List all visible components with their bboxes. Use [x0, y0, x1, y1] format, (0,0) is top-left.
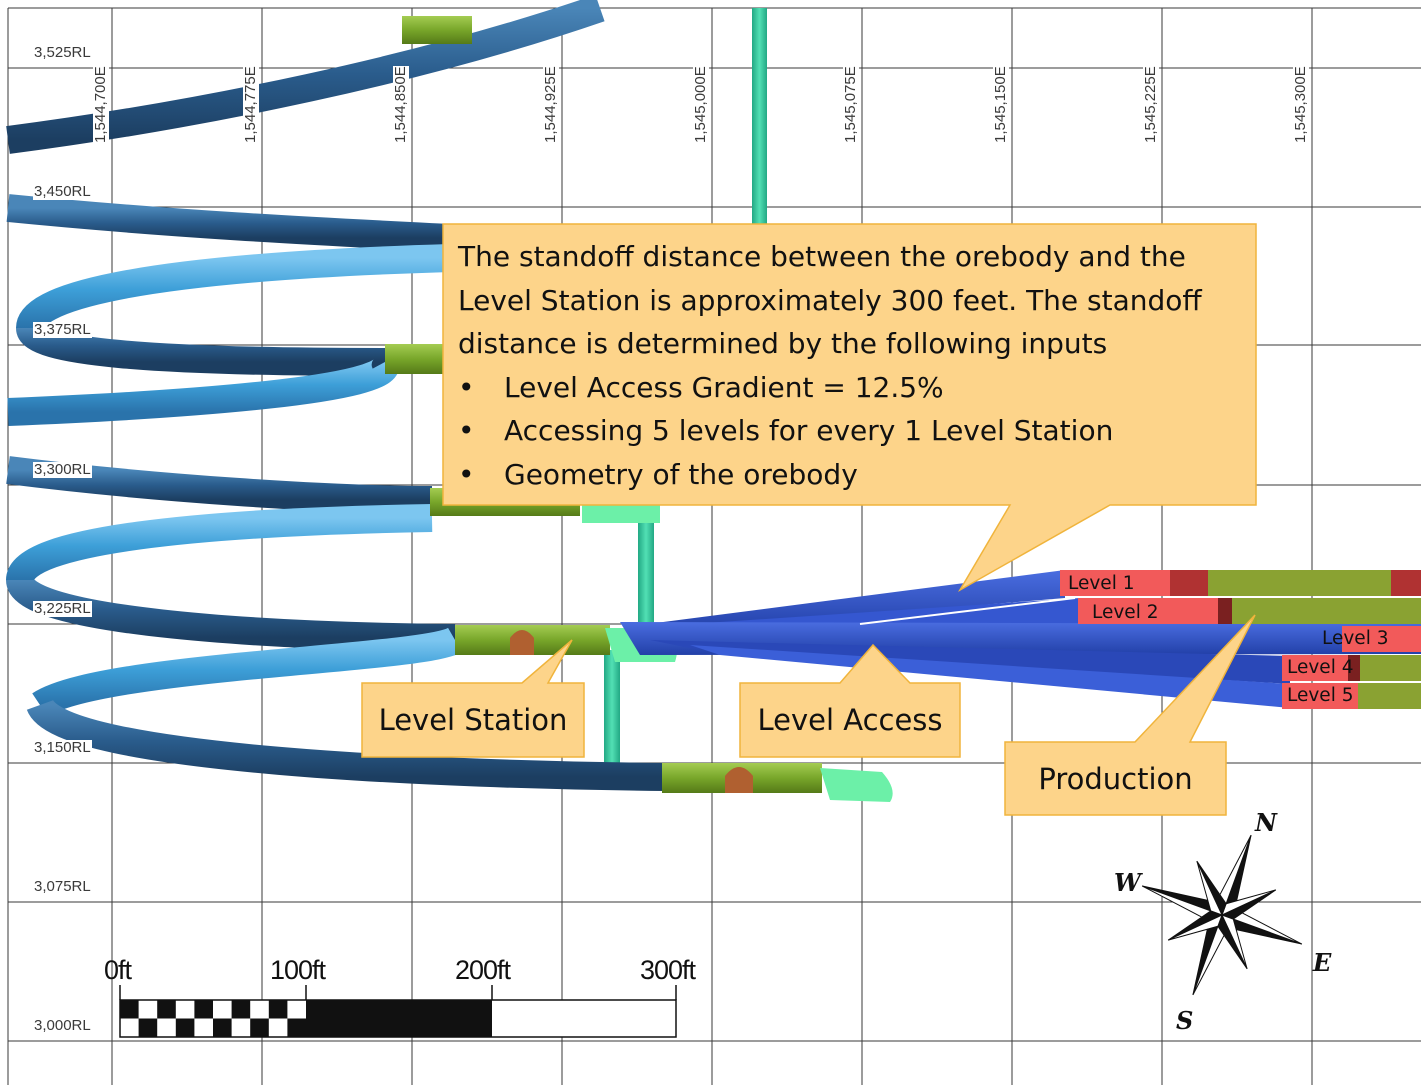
scale-label: 0ft — [104, 955, 132, 985]
scale-checker-cell — [120, 1000, 139, 1019]
scale-checker-cell — [231, 1000, 251, 1019]
scale-checker-cell — [194, 1000, 213, 1019]
rl-label: 3,525RL — [33, 44, 92, 61]
level-2-label: Level 2 — [1092, 602, 1159, 623]
easting-label: 1,545,225E — [1142, 66, 1159, 143]
callout-bullet: Level Access Gradient = 12.5% — [458, 366, 1258, 410]
production-callout: Production — [1038, 762, 1193, 796]
level-4-label: Level 4 — [1287, 657, 1354, 678]
rl-label: 3,150RL — [33, 739, 92, 756]
easting-label: 1,544,925E — [542, 66, 559, 143]
callout-paragraph: The standoff distance between the orebod… — [458, 240, 1202, 360]
easting-label: 1,544,700E — [92, 66, 109, 143]
scale-label: 300ft — [640, 955, 696, 985]
scale-checker-cell — [138, 1018, 158, 1037]
callout-bullet: Accessing 5 levels for every 1 Level Sta… — [458, 409, 1258, 453]
easting-label: 1,544,775E — [242, 66, 259, 143]
callout-bullets: Level Access Gradient = 12.5% Accessing … — [458, 366, 1258, 497]
easting-label: 1,544,850E — [392, 66, 409, 143]
callout-bullet: Geometry of the orebody — [458, 453, 1258, 497]
scale-bar — [119, 985, 677, 1038]
compass-rose-icon — [1141, 834, 1303, 996]
scale-label: 100ft — [270, 955, 326, 985]
scale-checker-cell — [250, 1018, 269, 1037]
rl-label: 3,375RL — [33, 321, 92, 338]
level-access-callout: Level Access — [757, 703, 943, 737]
compass-west-label: W — [1114, 868, 1141, 897]
rl-label: 3,075RL — [33, 878, 92, 895]
compass-east-label: E — [1313, 948, 1332, 977]
standoff-callout: The standoff distance between the orebod… — [458, 235, 1258, 496]
level-3-label: Level 3 — [1322, 628, 1389, 649]
rl-label: 3,225RL — [33, 600, 92, 617]
easting-label: 1,545,300E — [1292, 66, 1309, 143]
level-1-label: Level 1 — [1068, 573, 1135, 594]
scale-checker-cell — [157, 1000, 176, 1019]
production-stopes — [1060, 570, 1421, 709]
level-access-drives — [620, 570, 1421, 708]
rl-label: 3,450RL — [33, 183, 92, 200]
scale-checker-cell — [287, 1018, 306, 1037]
easting-label: 1,545,075E — [842, 66, 859, 143]
easting-label: 1,545,000E — [692, 66, 709, 143]
decline-ramp — [6, 0, 666, 791]
compass-south-label: S — [1176, 1006, 1194, 1035]
scale-checker-cell — [213, 1018, 232, 1037]
level-5-label: Level 5 — [1287, 685, 1354, 706]
rl-label: 3,300RL — [33, 461, 92, 478]
rl-label: 3,000RL — [33, 1017, 92, 1034]
scale-label: 200ft — [455, 955, 511, 985]
compass-north-label: N — [1255, 808, 1277, 837]
level-station-callout: Level Station — [378, 703, 568, 737]
shafts — [604, 8, 767, 765]
easting-label: 1,545,150E — [992, 66, 1009, 143]
scale-checker-cell — [268, 1000, 288, 1019]
scale-checker-cell — [175, 1018, 195, 1037]
